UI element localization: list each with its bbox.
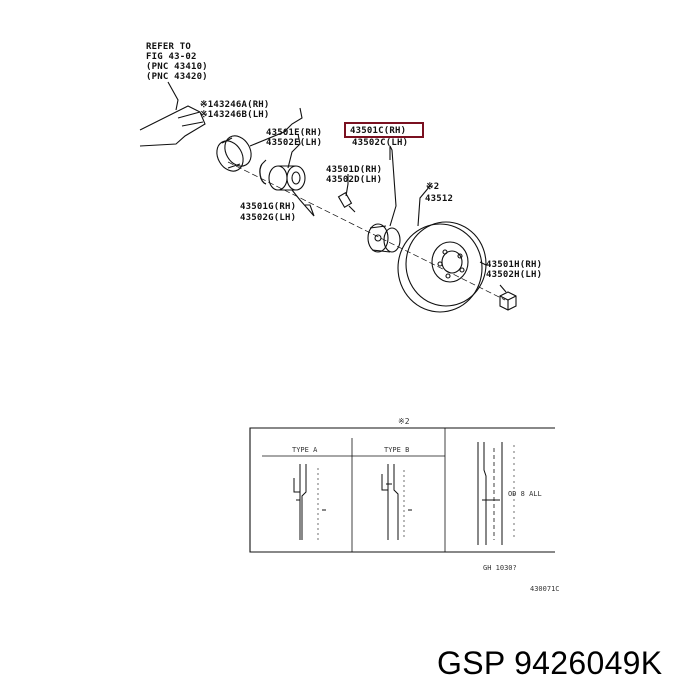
brake-disc-shape	[397, 221, 487, 313]
part-43501h-label: 43501H(RH)	[486, 260, 543, 270]
brand-part-number: GSP 9426049K	[437, 645, 663, 681]
part-43501c-label: 43501C(RH)	[350, 126, 407, 136]
hub-bolt-shape	[337, 192, 356, 213]
type-b-profile	[381, 464, 412, 540]
reference-line-2: FIG 43-02	[146, 52, 197, 62]
bearing-shape	[268, 165, 306, 191]
reference-line-1: REFER TO	[146, 42, 191, 52]
reference-arrow	[139, 105, 206, 147]
part-43246b-label: ※143246B(LH)	[200, 110, 270, 120]
hub-shape	[367, 223, 401, 253]
reference-leader	[167, 81, 179, 111]
type-a-profile	[293, 464, 326, 540]
inset-type-a: TYPE A	[292, 446, 318, 454]
part-43501d-label: 43501D(RH)	[326, 165, 383, 175]
oil-seal-shape	[216, 135, 252, 172]
highlight-box	[344, 122, 424, 138]
disc-section	[477, 442, 515, 545]
reference-line-4: (PNC 43420)	[146, 72, 208, 82]
inset-dimension: OD 8 ALL	[508, 490, 542, 498]
part-43501g-label: 43501G(RH)	[240, 202, 297, 212]
part-43502c-label: 43502C(LH)	[352, 138, 409, 148]
reference-line-3: (PNC 43410)	[146, 62, 208, 72]
snap-ring-shape	[259, 163, 267, 185]
part-43502d-label: 43502D(LH)	[326, 175, 383, 185]
inset-ref: 430071C	[530, 585, 560, 593]
inset-type-b: TYPE B	[384, 446, 410, 454]
part-43512-label: 43512	[425, 194, 454, 204]
hub-nut-shape	[499, 291, 517, 311]
inset-code: GH 1030?	[483, 564, 517, 572]
part-43246a-label: ※143246A(RH)	[200, 100, 270, 110]
part-43502g-label: 43502G(LH)	[240, 213, 297, 223]
part-43502h-label: 43502H(LH)	[486, 270, 543, 280]
part-43501e-label: 43501E(RH)	[266, 128, 323, 138]
part-43512-mark: ※2	[426, 182, 440, 192]
inset-frame	[249, 427, 555, 553]
inset-mark: ※2	[398, 417, 410, 426]
part-43502e-label: 43502E(LH)	[266, 138, 323, 148]
